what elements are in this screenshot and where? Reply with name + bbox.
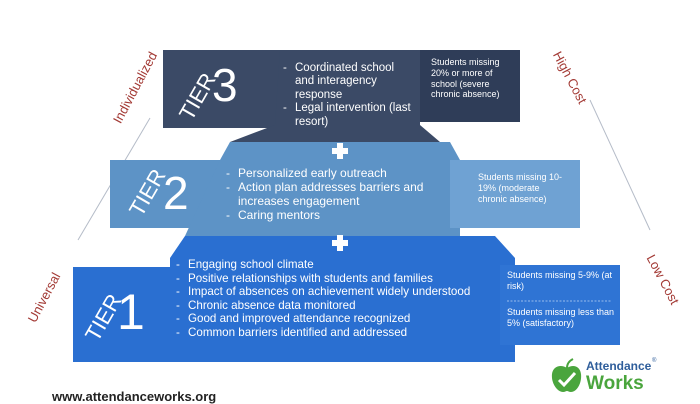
- tier1-item: Common barriers identified and addressed: [176, 326, 508, 340]
- logo-registered-mark: ®: [652, 358, 657, 364]
- tier3-note: Students missing 20% or more of school (…: [431, 57, 500, 100]
- tier2-list: Personalized early outreach Action plan …: [226, 166, 444, 222]
- tier2-note: Students missing 10-19% (moderate chroni…: [478, 172, 563, 204]
- tier1-item: Good and improved attendance recognized: [176, 312, 508, 326]
- tier3-item: Legal intervention (last resort): [283, 102, 411, 129]
- tier1-list: Engaging school climate Positive relatio…: [176, 258, 508, 339]
- tier2-item: Caring mentors: [226, 208, 444, 222]
- tier2-number: 2: [163, 167, 189, 219]
- tier1-item: Positive relationships with students and…: [176, 272, 508, 286]
- tier1-item: Engaging school climate: [176, 258, 508, 272]
- plus-icon-upper: [332, 143, 348, 159]
- tier1-note-bottom: Students missing less than 5% (satisfact…: [507, 307, 615, 328]
- plus-icon-lower: [332, 235, 348, 251]
- apple-logo-icon: [551, 358, 582, 392]
- logo-line1: Attendance: [586, 359, 652, 373]
- tier3-item: Coordinated school and interagency respo…: [283, 62, 411, 102]
- tier2-item: Personalized early outreach: [226, 166, 444, 180]
- tier3-note-panel: [420, 50, 520, 122]
- tier1-note-top: Students missing 5-9% (at risk): [507, 270, 613, 291]
- tier2-item: Action plan addresses barriers and incre…: [226, 180, 444, 208]
- right-axis-line: [589, 99, 651, 231]
- tier2-note-panel: [450, 160, 580, 228]
- tier1-note-panel: [500, 265, 620, 345]
- tier3-tab: [163, 50, 280, 128]
- tier1-item: Chronic absence data monitored: [176, 299, 508, 313]
- tier3-number: 3: [212, 59, 238, 111]
- tier1-tab: [73, 267, 185, 362]
- tier1-item: Impact of absences on achievement widely…: [176, 285, 508, 299]
- logo-line2: Works: [586, 373, 644, 394]
- footer-url: www.attendanceworks.org: [52, 389, 217, 404]
- tier1-number: 1: [117, 284, 145, 340]
- tier3-list: Coordinated school and interagency respo…: [283, 62, 411, 129]
